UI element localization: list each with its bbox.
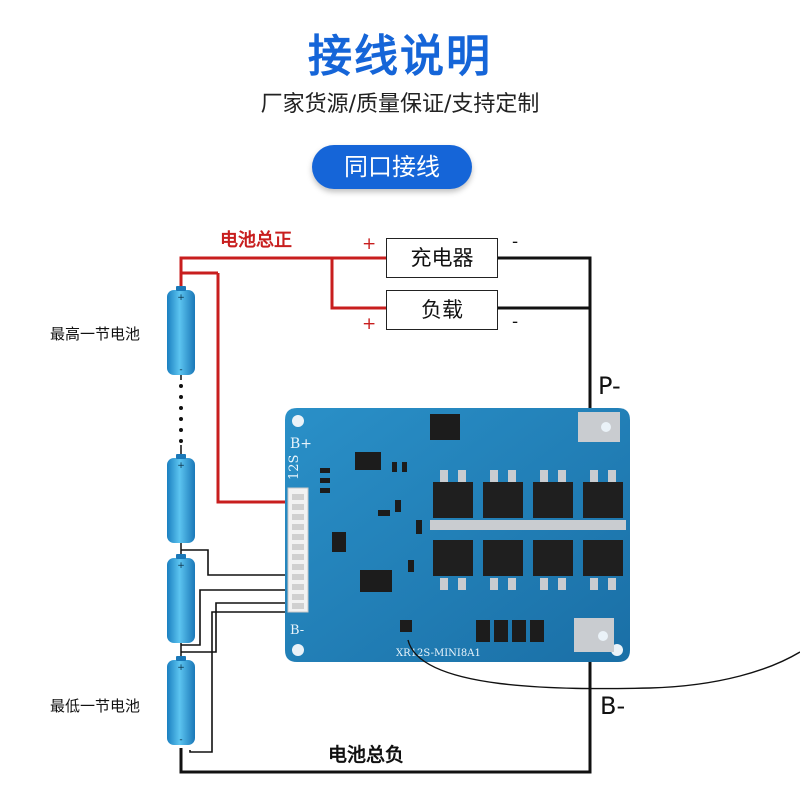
battery-cell-bottom: + - xyxy=(167,656,195,745)
svg-text:-: - xyxy=(179,365,182,375)
charger-minus-sign: - xyxy=(512,232,519,252)
wiring-mode-badge: 同口接线 xyxy=(312,145,472,189)
ntc-lead-wire xyxy=(407,639,800,690)
board-cell-count-text: 12S xyxy=(287,455,302,480)
charger-box: 充电器 xyxy=(386,238,498,278)
battery-cell-top: + - xyxy=(167,286,195,375)
mosfet-array xyxy=(433,482,623,576)
positive-wiring xyxy=(179,256,386,504)
svg-text:+: + xyxy=(177,663,185,673)
battery-negative-label: 电池总负 xyxy=(328,744,405,766)
bottom-cell-label: 最低一节电池 xyxy=(50,697,141,715)
battery-positive-label: 电池总正 xyxy=(220,230,292,251)
top-cell-label: 最高一节电池 xyxy=(50,325,141,343)
load-box: 负载 xyxy=(386,290,498,330)
sense-wires xyxy=(180,549,290,753)
svg-text:-: - xyxy=(179,735,182,745)
load-plus-sign: + xyxy=(362,314,377,334)
battery-cell-2: + xyxy=(167,454,195,543)
bms-board: B+ 12S B- XR12S-MINI8A1 xyxy=(285,408,630,662)
svg-text:+: + xyxy=(177,561,185,571)
page-title: 接线说明 xyxy=(308,31,492,82)
p-minus-label: P- xyxy=(598,372,621,400)
page-subtitle: 厂家货源/质量保证/支持定制 xyxy=(260,92,540,117)
load-minus-sign: - xyxy=(512,312,519,332)
board-b-minus-text: B- xyxy=(290,623,304,638)
board-b-plus-text: B+ xyxy=(290,436,312,452)
b-minus-label: B- xyxy=(600,692,626,720)
charger-plus-sign: + xyxy=(362,234,377,254)
cell-chain-dots xyxy=(179,384,183,443)
battery-cell-3: + xyxy=(167,554,195,643)
board-model-text: XR12S-MINI8A1 xyxy=(396,648,481,659)
svg-text:+: + xyxy=(177,461,185,471)
negative-wiring xyxy=(179,256,592,774)
svg-text:+: + xyxy=(177,293,185,303)
